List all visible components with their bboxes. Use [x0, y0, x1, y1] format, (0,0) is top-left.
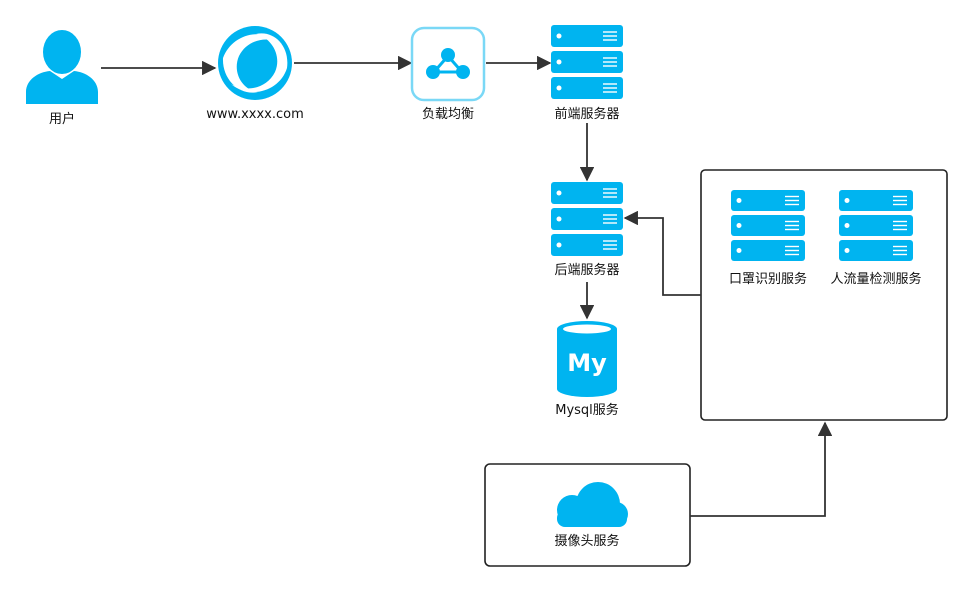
server-unit — [731, 190, 805, 211]
server-unit — [839, 190, 913, 211]
server-unit — [839, 215, 913, 236]
edge-camera-to-ai-services — [690, 421, 833, 517]
server-unit — [731, 215, 805, 236]
load-balancer-label: 负载均衡 — [421, 107, 475, 122]
server-unit — [551, 51, 623, 73]
crowd-detection-server-icon — [839, 190, 913, 261]
user-label: 用户 — [48, 112, 76, 127]
server-unit — [551, 234, 623, 256]
user-icon — [26, 30, 98, 104]
server-led — [556, 242, 562, 248]
server-unit — [551, 25, 623, 47]
connectors — [101, 55, 833, 517]
server-led — [736, 223, 742, 228]
server-led — [736, 248, 742, 253]
cloud-icon — [557, 482, 628, 527]
mask-recognition-server-icon — [731, 190, 805, 261]
server-unit — [551, 77, 623, 99]
crowd-detection-label: 人流量检测服务 — [830, 272, 922, 287]
website-swirl-icon — [218, 26, 292, 100]
mask-recognition-label: 口罩识别服务 — [728, 272, 808, 287]
server-unit — [731, 240, 805, 261]
backend-server-label: 后端服务器 — [554, 263, 620, 278]
mysql-database-icon: My — [557, 321, 617, 397]
server-unit — [551, 208, 623, 230]
server-unit — [551, 182, 623, 204]
server-led — [556, 85, 562, 91]
server-led — [844, 223, 850, 228]
mysql-label: Mysql服务 — [555, 403, 619, 418]
server-led — [736, 198, 742, 203]
backend-server-icon — [551, 182, 623, 256]
server-led — [844, 248, 850, 253]
server-unit — [839, 240, 913, 261]
mysql-icon-text: My — [567, 349, 607, 377]
website-label: www.xxxx.com — [206, 107, 304, 122]
server-led — [844, 198, 850, 203]
camera-service-label: 摄像头服务 — [554, 534, 620, 549]
server-led — [556, 190, 562, 196]
server-led — [556, 59, 562, 65]
frontend-server-label: 前端服务器 — [554, 107, 620, 122]
frontend-server-icon — [551, 25, 623, 99]
server-led — [556, 33, 562, 39]
load-balancer-icon — [410, 26, 486, 102]
edge-ai-services-to-backend — [623, 210, 701, 296]
server-led — [556, 216, 562, 222]
